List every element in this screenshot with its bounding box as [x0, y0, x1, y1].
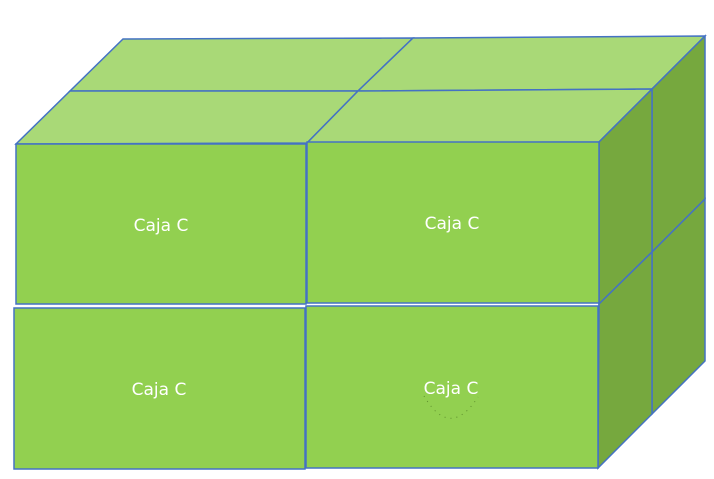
box-label: Caja C [424, 379, 479, 399]
box-label: Caja C [132, 380, 187, 400]
top-face-front-left [14, 90, 360, 145]
box-bottom-left: Caja C [13, 307, 306, 470]
top-face-back-left [68, 37, 415, 92]
box-top-right: Caja C [306, 141, 600, 304]
top-face-back-right [356, 35, 707, 92]
top-face-front-right [305, 88, 654, 144]
box-top-left: Caja C [15, 143, 307, 305]
box-bottom-right: Caja C [305, 305, 599, 469]
box-label: Caja C [134, 216, 189, 236]
box-label: Caja C [425, 214, 480, 234]
